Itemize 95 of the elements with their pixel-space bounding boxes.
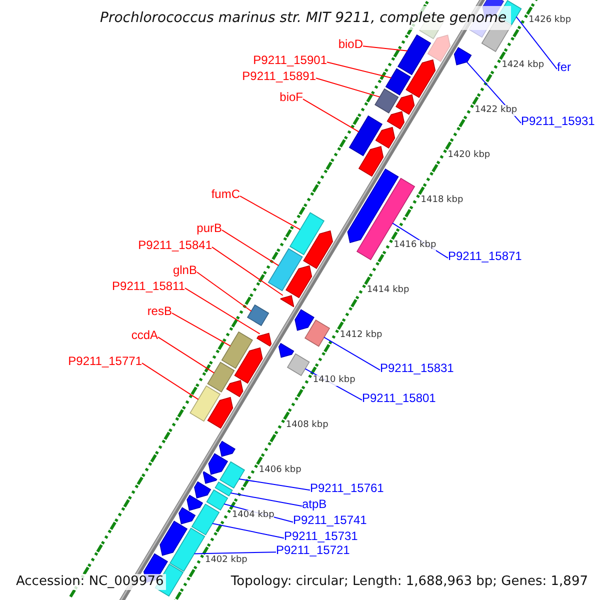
gene-feature <box>348 115 383 156</box>
gene-label: P9211_15891 <box>242 69 316 83</box>
gene-feature <box>454 47 472 66</box>
gene-label: P9211_15871 <box>448 249 522 263</box>
gene-feature <box>178 507 196 524</box>
gene-feature <box>234 347 263 384</box>
leader-line <box>194 552 276 554</box>
gene-feature <box>194 481 212 499</box>
gene-feature <box>226 380 244 398</box>
gene-label: bioD <box>338 37 363 51</box>
gene-label: ccdA <box>131 328 158 342</box>
gene-feature <box>214 482 233 496</box>
leader-line <box>142 362 199 400</box>
gene-feature <box>294 309 314 331</box>
scale-label: 1404 kbp <box>232 510 274 521</box>
gene-feature <box>246 304 270 326</box>
gene-feature <box>202 471 218 484</box>
scale-label: 1418 kbp <box>420 194 464 206</box>
gene-label: P9211_15741 <box>293 513 367 527</box>
info-text: Accession: NC_009976 <box>14 574 166 590</box>
gene-feature <box>280 295 294 308</box>
leader-line <box>212 522 284 539</box>
scale-label: 1406 kbp <box>258 464 302 476</box>
gene-label: atpB <box>302 497 327 511</box>
gene-feature <box>221 331 253 369</box>
scale-label: 1420 kbp <box>448 150 490 161</box>
gene-feature <box>304 320 330 347</box>
scale-label: 1408 kbp <box>286 420 328 431</box>
gene-label: resB <box>147 304 172 318</box>
scale-label: 1410 kbp <box>312 374 356 386</box>
gene-label: P9211_15771 <box>68 354 142 368</box>
gene-feature <box>374 88 399 114</box>
leader-line <box>326 62 392 78</box>
scale-label: 1414 kbp <box>366 284 410 296</box>
gene-feature <box>386 111 405 130</box>
gene-feature <box>207 362 235 392</box>
gene-label: P9211_15931 <box>521 114 595 128</box>
leader-line <box>324 336 380 371</box>
scale-label: 1402 kbp <box>204 554 248 566</box>
gene-feature <box>289 212 325 256</box>
gene-label: P9211_15761 <box>310 481 384 495</box>
gene-feature <box>303 230 334 269</box>
gene-feature <box>191 504 220 536</box>
gene-feature <box>190 385 221 422</box>
scale-label: 1416 kbp <box>394 240 436 251</box>
gene-label: purB <box>196 221 222 235</box>
leader-line <box>362 46 408 52</box>
gene-label: P9211_15831 <box>380 361 454 375</box>
gene-feature <box>206 489 228 511</box>
gene-feature <box>268 248 303 292</box>
gene-label: P9211_15721 <box>276 543 350 557</box>
gene-label: bioF <box>280 90 303 104</box>
gene-feature <box>207 396 234 429</box>
gene-feature <box>385 68 411 96</box>
leader-line <box>516 16 558 70</box>
gene-feature <box>356 178 416 260</box>
gene-label: fer <box>557 60 572 74</box>
gene-feature <box>186 494 204 511</box>
gene-feature <box>397 34 432 76</box>
gene-label: P9211_15811 <box>112 279 185 293</box>
gene-label: fumC <box>211 187 240 201</box>
gene-label: glnB <box>172 263 197 277</box>
gene-feature <box>396 94 415 115</box>
leader-line <box>196 272 252 312</box>
leader-line <box>238 478 310 491</box>
gene-feature <box>375 126 396 149</box>
scale-label: 1422 kbp <box>474 104 518 116</box>
gene-feature <box>208 453 228 475</box>
gene-label: P9211_15901 <box>253 53 327 67</box>
gene-feature <box>256 332 272 347</box>
leader-line <box>212 246 284 296</box>
gene-label: P9211_15841 <box>138 238 212 252</box>
leader-line <box>302 98 360 132</box>
info-text: Topology: circular; Length: 1,688,963 bp; Genes: 1,897 <box>228 574 590 590</box>
leader-line <box>158 336 215 374</box>
gene-feature <box>286 353 310 376</box>
gene-feature <box>219 440 236 457</box>
gene-feature <box>406 59 436 98</box>
scale-label: 1426 kbp <box>528 14 572 26</box>
leader-line <box>222 230 280 266</box>
gene-feature <box>169 528 206 572</box>
leader-line <box>240 196 301 230</box>
scale-label: 1424 kbp <box>502 60 544 71</box>
gene-feature <box>427 34 450 62</box>
scale-label: 1412 kbp <box>340 330 382 341</box>
leader-line <box>172 312 231 346</box>
gene-label: P9211_15731 <box>284 529 358 543</box>
leader-line <box>316 78 380 98</box>
gene-feature <box>278 342 294 358</box>
gene-label: P9211_15801 <box>362 391 436 405</box>
leader-line <box>230 492 302 507</box>
leader-line <box>184 288 260 334</box>
gene-feature <box>358 146 384 177</box>
gene-feature <box>160 520 188 556</box>
gene-feature <box>286 265 312 298</box>
